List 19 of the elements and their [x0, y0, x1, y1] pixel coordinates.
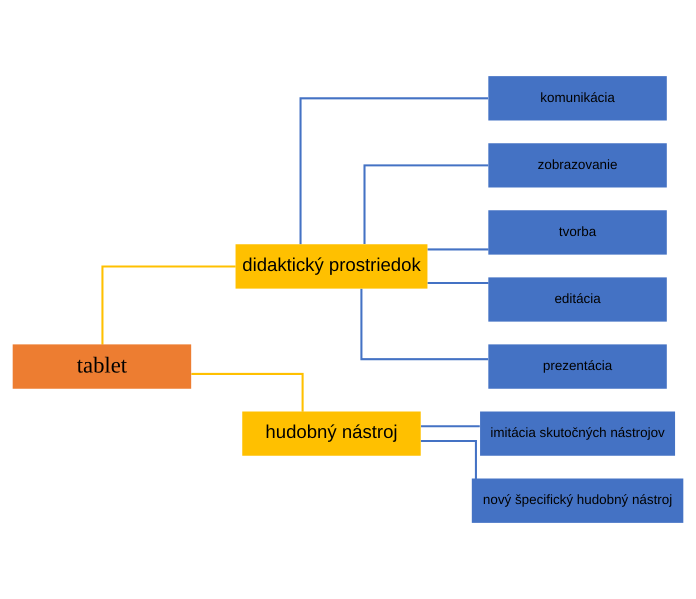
node-box: editácia	[488, 277, 667, 322]
node-box: nový špecifický hudobný nástroj	[472, 478, 684, 523]
connector	[363, 164, 488, 244]
node-box: tvorba	[488, 210, 667, 255]
node-box: didaktický prostriedok	[236, 244, 428, 289]
connector	[360, 288, 488, 360]
connector	[428, 282, 488, 284]
connector	[300, 97, 488, 244]
connector	[191, 372, 304, 412]
node-box: hudobný nástroj	[242, 411, 421, 456]
node-box: prezentácia	[488, 344, 667, 389]
connector	[420, 440, 477, 478]
connector	[428, 248, 488, 250]
connector	[101, 265, 236, 344]
node-box: zobrazovanie	[488, 143, 667, 188]
node-box: imitácia skutočných nástrojov	[480, 411, 676, 456]
node-box: tablet	[12, 344, 192, 389]
connector	[421, 425, 480, 428]
node-box: komunikácia	[488, 76, 667, 120]
